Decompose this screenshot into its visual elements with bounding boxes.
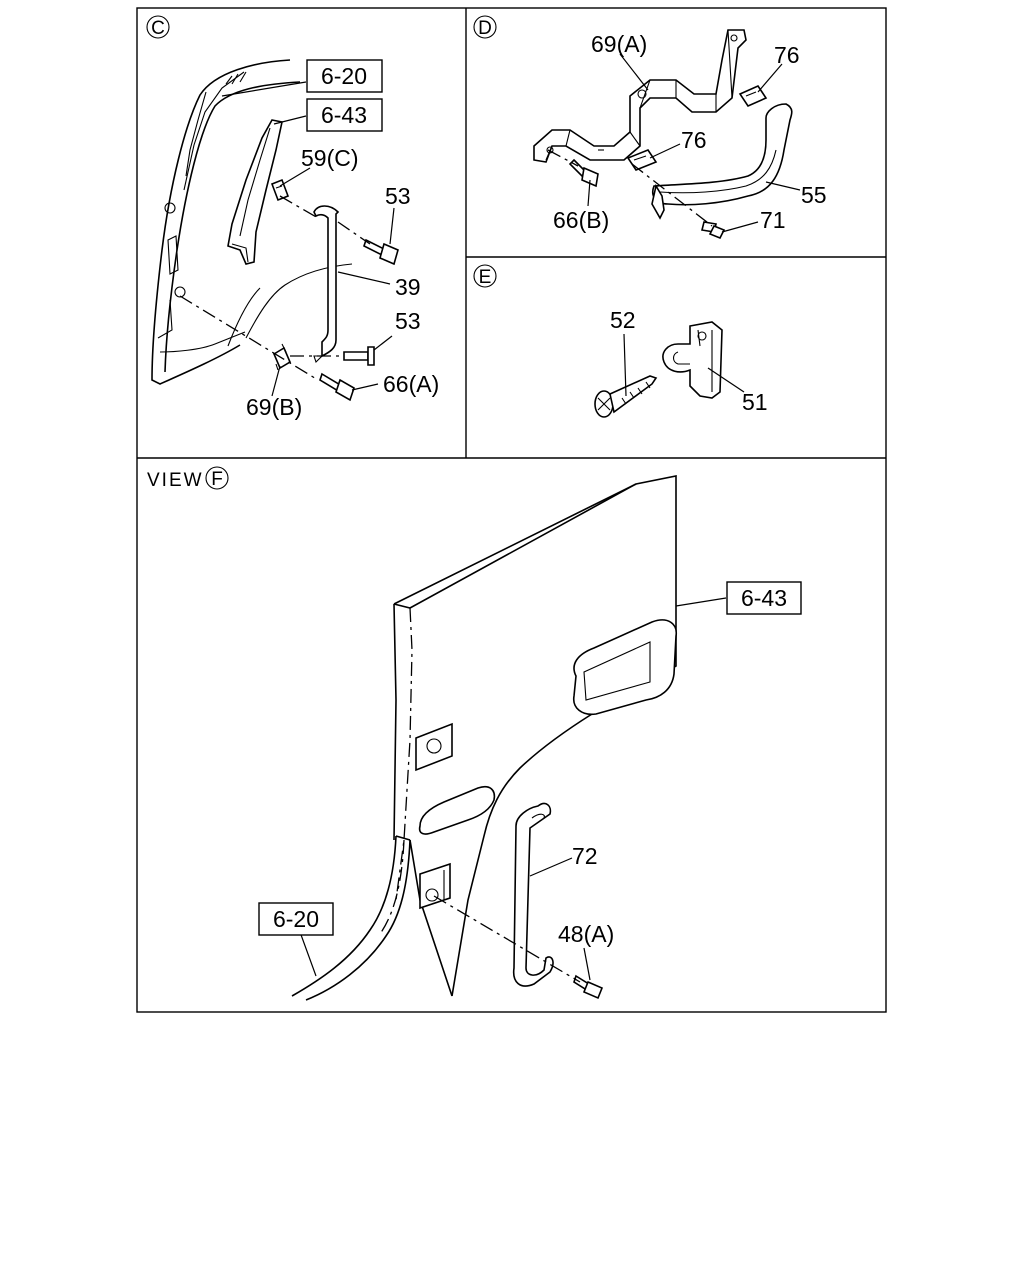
bolt-66a bbox=[319, 372, 355, 402]
callout-c-59c: 59(C) bbox=[301, 145, 359, 171]
leaders-e bbox=[623, 333, 745, 397]
callout-f-72: 72 bbox=[572, 843, 598, 869]
grab-handle-72 bbox=[512, 802, 554, 987]
callout-c-6-43: 6-43 bbox=[306, 98, 383, 132]
callout-c-53-mid: 53 bbox=[395, 308, 421, 334]
bolt-53-mid bbox=[343, 346, 375, 366]
view-f-title: VIEW F bbox=[147, 466, 229, 491]
callout-d-71: 71 bbox=[760, 207, 786, 233]
assembly-lines-d bbox=[547, 149, 713, 227]
svg-text:6-43: 6-43 bbox=[741, 585, 787, 611]
callout-c-66a: 66(A) bbox=[383, 371, 439, 397]
svg-text:6-43: 6-43 bbox=[321, 102, 367, 128]
door-pillar-outline bbox=[151, 59, 353, 385]
diagram-frame bbox=[136, 7, 887, 1013]
leaders-c bbox=[221, 81, 395, 397]
svg-text:F: F bbox=[211, 469, 223, 490]
callout-e-52: 52 bbox=[610, 307, 636, 333]
svg-text:D: D bbox=[478, 18, 492, 39]
callout-f-48a: 48(A) bbox=[558, 921, 614, 947]
grab-handle-55 bbox=[651, 103, 793, 220]
bracket-69a bbox=[533, 29, 747, 163]
panel-d: D bbox=[473, 15, 827, 240]
grab-handle-39 bbox=[313, 205, 340, 364]
svg-text:C: C bbox=[151, 18, 165, 39]
panel-e-marker: E bbox=[473, 264, 497, 288]
clip-51 bbox=[662, 321, 723, 399]
callout-c-69b: 69(B) bbox=[246, 394, 302, 420]
panel-c: C bbox=[146, 15, 439, 420]
callout-c-6-20: 6-20 bbox=[306, 59, 383, 93]
panel-f: VIEW F bbox=[147, 466, 802, 1001]
svg-text:E: E bbox=[479, 267, 492, 288]
assembly-lines-c bbox=[179, 195, 371, 381]
clip-69b bbox=[272, 343, 292, 371]
clip-59c bbox=[270, 178, 290, 202]
callout-c-53-top: 53 bbox=[385, 183, 411, 209]
panel-holes bbox=[415, 722, 496, 910]
leaders-f bbox=[299, 597, 727, 981]
bolt-48a bbox=[573, 974, 604, 1000]
panel-e: E 52 51 bbox=[473, 264, 768, 418]
callout-d-69a: 69(A) bbox=[591, 31, 647, 57]
callout-d-76-mid: 76 bbox=[681, 127, 707, 153]
clip-76-top bbox=[738, 84, 768, 108]
callout-c-39: 39 bbox=[395, 274, 421, 300]
callout-d-66b: 66(B) bbox=[553, 207, 609, 233]
callout-f-6-43: 6-43 bbox=[726, 581, 802, 615]
assembly-line-f bbox=[433, 895, 581, 983]
screw-52 bbox=[594, 375, 658, 418]
svg-text:6-20: 6-20 bbox=[321, 63, 367, 89]
callout-d-76-top: 76 bbox=[774, 42, 800, 68]
svg-text:6-20: 6-20 bbox=[273, 906, 319, 932]
svg-text:VIEW: VIEW bbox=[147, 470, 204, 491]
panel-d-marker: D bbox=[473, 15, 497, 39]
trim-strip-6-43 bbox=[227, 119, 283, 265]
callout-f-6-20: 6-20 bbox=[258, 902, 334, 936]
pillar-6-20 bbox=[291, 835, 411, 1001]
leaders-d bbox=[587, 53, 801, 233]
window-opening bbox=[572, 619, 677, 716]
panel-c-marker: C bbox=[146, 15, 170, 39]
callout-d-55: 55 bbox=[801, 182, 827, 208]
callout-e-51: 51 bbox=[742, 389, 768, 415]
screw-71 bbox=[701, 221, 726, 240]
clip-76-mid bbox=[626, 149, 658, 171]
